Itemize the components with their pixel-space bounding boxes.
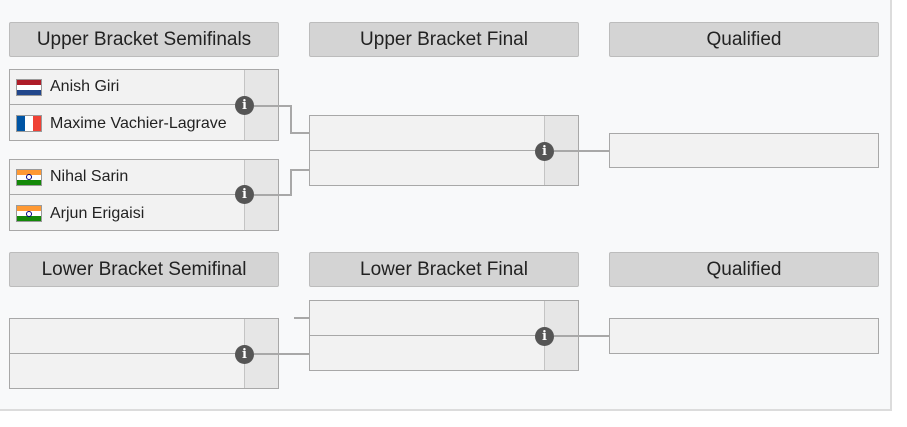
player-slot-empty[interactable] [310,116,546,151]
player-slot-empty[interactable] [310,152,546,187]
player-name: Arjun Erigaisi [50,204,145,222]
header-upper-semifinals: Upper Bracket Semifinals [9,22,279,57]
info-icon[interactable]: i [535,142,554,161]
player-name: Maxime Vachier-Lagrave [50,114,227,132]
info-icon[interactable]: i [235,96,254,115]
player-slot-arjun-erigaisi[interactable]: Arjun Erigaisi [10,196,246,231]
upper-qualified-slot[interactable] [609,133,879,168]
upper-semifinal-match-2[interactable]: Nihal Sarin Arjun Erigaisi [9,159,279,231]
header-lower-semifinal: Lower Bracket Semifinal [9,252,279,287]
player-slot-nihal-sarin[interactable]: Nihal Sarin [10,160,246,195]
connector-line [254,194,291,196]
info-icon[interactable]: i [235,345,254,364]
header-lower-final: Lower Bracket Final [309,252,579,287]
player-slot-anish-giri[interactable]: Anish Giri [10,70,246,105]
player-slot-empty[interactable] [310,337,546,372]
info-icon[interactable]: i [235,185,254,204]
connector-line [554,150,610,152]
player-slot-empty[interactable] [310,301,546,336]
connector-line [290,169,310,171]
lower-qualified-slot[interactable] [609,318,879,354]
player-slot-empty[interactable] [10,319,246,354]
player-slot-maxime-vachier-lagrave[interactable]: Maxime Vachier-Lagrave [10,106,246,141]
connector-line [254,353,310,355]
upper-semifinal-match-1[interactable]: Anish Giri Maxime Vachier-Lagrave [9,69,279,141]
bracket-panel: Upper Bracket Semifinals Upper Bracket F… [0,0,892,411]
connector-line [554,335,610,337]
info-icon[interactable]: i [535,327,554,346]
connector-line [290,105,292,134]
player-name: Anish Giri [50,78,120,95]
upper-final-match[interactable] [309,115,579,186]
connector-line [294,317,310,319]
connector-line [290,169,292,196]
connector-line [290,132,310,134]
india-flag-icon [16,168,42,186]
header-upper-qualified: Qualified [609,22,879,57]
france-flag-icon [16,115,42,132]
india-flag-icon [16,205,42,222]
connector-line [254,105,291,107]
header-upper-final: Upper Bracket Final [309,22,579,57]
player-slot-empty[interactable] [10,355,246,390]
header-lower-qualified: Qualified [609,252,879,287]
player-name: Nihal Sarin [50,168,129,185]
netherlands-flag-icon [16,78,42,96]
